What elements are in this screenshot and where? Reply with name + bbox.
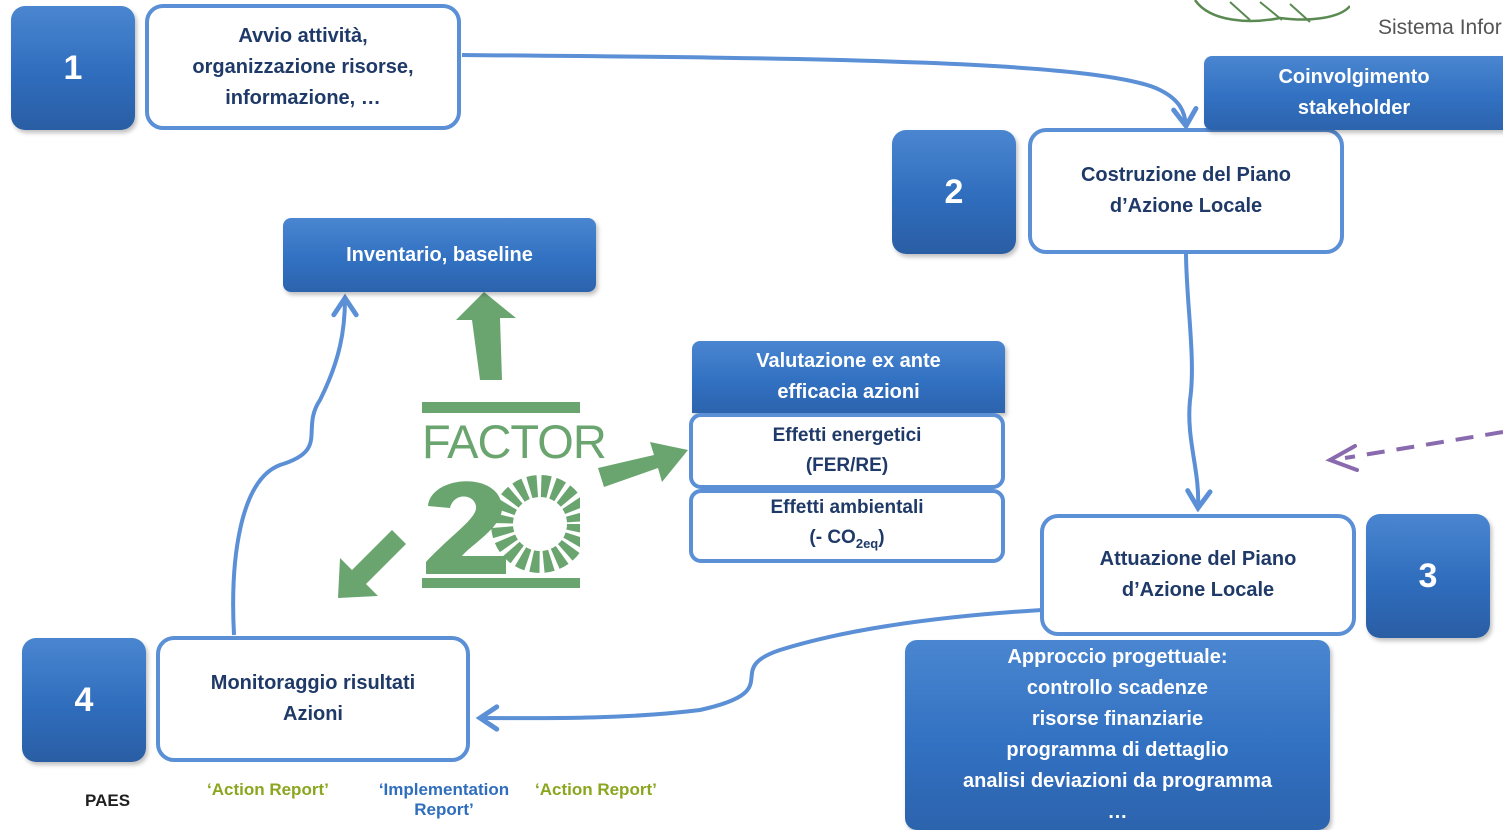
stakeholder-box: Coinvolgimento stakeholder (1204, 56, 1503, 130)
approccio-lines: Approccio progettuale: controllo scadenze… (963, 642, 1272, 828)
approccio-line: … (1107, 801, 1128, 823)
approccio-box: Approccio progettuale: controllo scadenze… (905, 640, 1330, 830)
dashed-arrow-head (1325, 444, 1359, 472)
stakeholder-line1: Coinvolgimento (1278, 66, 1430, 88)
effetti-ambientali-box: Effetti ambientali (- CO2eq) (689, 489, 1005, 563)
co2-prefix: (- CO (809, 527, 856, 549)
co2-suffix: ) (878, 527, 885, 549)
inventario-box: Inventario, baseline (283, 218, 596, 292)
arrow-step3-to-step4 (475, 608, 1043, 732)
factor-digit-0 (491, 475, 580, 573)
partner-logo (1190, 0, 1351, 23)
co2-subscript: 2eq (855, 535, 879, 551)
factor-bottom-bar (422, 578, 580, 588)
effetti-ambientali-line1: Effetti ambientali (770, 497, 924, 519)
arrow-step1-to-step2 (461, 53, 1199, 131)
effetti-energetici-line1: Effetti energetici (772, 425, 922, 446)
logo-outline-icon (1193, 0, 1351, 23)
step1-box: Avvio attività, organizzazione risorse, … (145, 4, 461, 130)
factor-top-bar (422, 402, 580, 413)
step4-line1: Monitoraggio risultati (210, 672, 416, 694)
green-arrow-down-left (338, 530, 406, 598)
action-report-label-2: ‘Action Report’ (535, 780, 657, 799)
step2-line1: Costruzione del Piano (1080, 164, 1292, 186)
valutazione-line2: efficacia azioni (777, 381, 920, 403)
effetti-energetici-box: Effetti energetici (FER/RE) (689, 413, 1005, 489)
step-number-2: 2 (892, 130, 1016, 254)
dashed-feedback-arrow (1344, 430, 1503, 460)
step-number-4: 4 (22, 638, 146, 762)
implementation-line2: Report’ (414, 800, 474, 819)
stakeholder-line2: stakeholder (1297, 97, 1411, 119)
arrow-step4-to-inventario (231, 293, 359, 636)
partner-logo-text: Sistema Infor (1378, 16, 1502, 39)
effetti-energetici-line2: (FER/RE) (805, 455, 889, 476)
step-number-3: 3 (1366, 514, 1490, 638)
implementation-line1: ‘Implementation (378, 780, 510, 799)
step4-box: Monitoraggio risultati Azioni (156, 636, 470, 762)
approccio-line: controllo scadenze (1026, 677, 1209, 699)
action-report-label-1: ‘Action Report’ (207, 780, 329, 799)
step4-line2: Azioni (283, 703, 343, 725)
step1-line1: Avvio attività, (238, 24, 368, 47)
factor-word: FACTOR (422, 415, 607, 468)
step3-line2: d’Azione Locale (1121, 579, 1275, 601)
valutazione-box: Valutazione ex ante efficacia azioni (692, 341, 1005, 413)
step3-line1: Attuazione del Piano (1099, 548, 1297, 570)
approccio-line: risorse finanziarie (1031, 708, 1204, 730)
green-arrow-up (456, 292, 516, 380)
effetti-ambientali-line2: (- CO2eq) (770, 523, 923, 559)
step3-box: Attuazione del Piano d’Azione Locale (1040, 514, 1356, 636)
arrow-step2-to-step3 (1184, 251, 1213, 513)
step2-line2: d’Azione Locale (1109, 195, 1263, 217)
step1-line3: informazione, … (225, 86, 381, 109)
approccio-line: analisi deviazioni da programma (963, 770, 1272, 792)
step-number-1: 1 (11, 6, 135, 130)
step2-box: Costruzione del Piano d’Azione Locale (1028, 128, 1344, 254)
approccio-line: Approccio progettuale: (1007, 646, 1228, 668)
implementation-report-label: ‘Implementation Report’ (364, 780, 524, 820)
factor-digit-2 (426, 481, 506, 574)
factor20-logo: FACTOR (422, 402, 607, 602)
factor-number-20 (422, 475, 580, 588)
approccio-line: programma di dettaglio (1006, 739, 1229, 761)
green-arrow-right (598, 442, 688, 487)
paes-label: PAES (85, 791, 131, 810)
valutazione-line1: Valutazione ex ante (756, 350, 941, 372)
step1-line2: organizzazione risorse, (192, 55, 414, 78)
